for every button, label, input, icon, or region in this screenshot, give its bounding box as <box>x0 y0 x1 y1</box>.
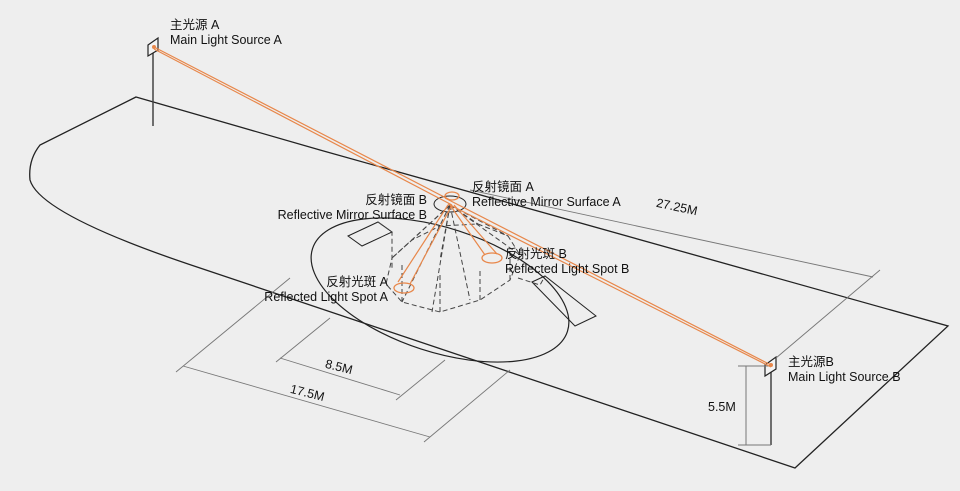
source-b-en: Main Light Source B <box>788 370 901 384</box>
plaza-ellipse <box>310 217 570 363</box>
spot-a-zh: 反射光斑 A <box>326 275 388 289</box>
mirror-b-ring <box>433 195 467 213</box>
spot-a-label: 反射光斑 A Reflected Light Spot A <box>252 275 388 305</box>
spot-a-en: Reflected Light Spot A <box>264 290 388 304</box>
source-a-en: Main Light Source A <box>170 33 282 47</box>
light-spot-b <box>481 252 503 264</box>
mirror-a-ring <box>444 191 460 201</box>
source-b-zh: 主光源B <box>788 355 834 369</box>
ramp-left <box>347 221 393 247</box>
mirror-b-zh: 反射镜面 B <box>365 193 427 207</box>
height-dimension <box>738 365 771 446</box>
light-spot-a <box>393 282 415 294</box>
height-dimension-label: 5.5M <box>708 400 736 414</box>
mirror-b-en: Reflective Mirror Surface B <box>277 208 427 222</box>
ramp-right <box>531 275 597 327</box>
source-b-label: 主光源B Main Light Source B <box>788 355 901 385</box>
spot-b-zh: 反射光斑 B <box>505 247 567 261</box>
spot-b-label: 反射光斑 B Reflected Light Spot B <box>505 247 629 277</box>
mirror-b-label: 反射镜面 B Reflective Mirror Surface B <box>263 193 427 223</box>
ground-platform-outline <box>29 96 950 469</box>
width-dimensions <box>175 277 511 443</box>
light-rays <box>153 46 772 368</box>
distance-dimension <box>469 189 881 359</box>
mirror-a-zh: 反射镜面 A <box>472 180 534 194</box>
source-a-label: 主光源 A Main Light Source A <box>170 18 282 48</box>
mirror-a-en: Reflective Mirror Surface A <box>472 195 621 209</box>
mirror-a-label: 反射镜面 A Reflective Mirror Surface A <box>472 180 621 210</box>
source-a-zh: 主光源 A <box>170 18 220 32</box>
spot-b-en: Reflected Light Spot B <box>505 262 630 276</box>
